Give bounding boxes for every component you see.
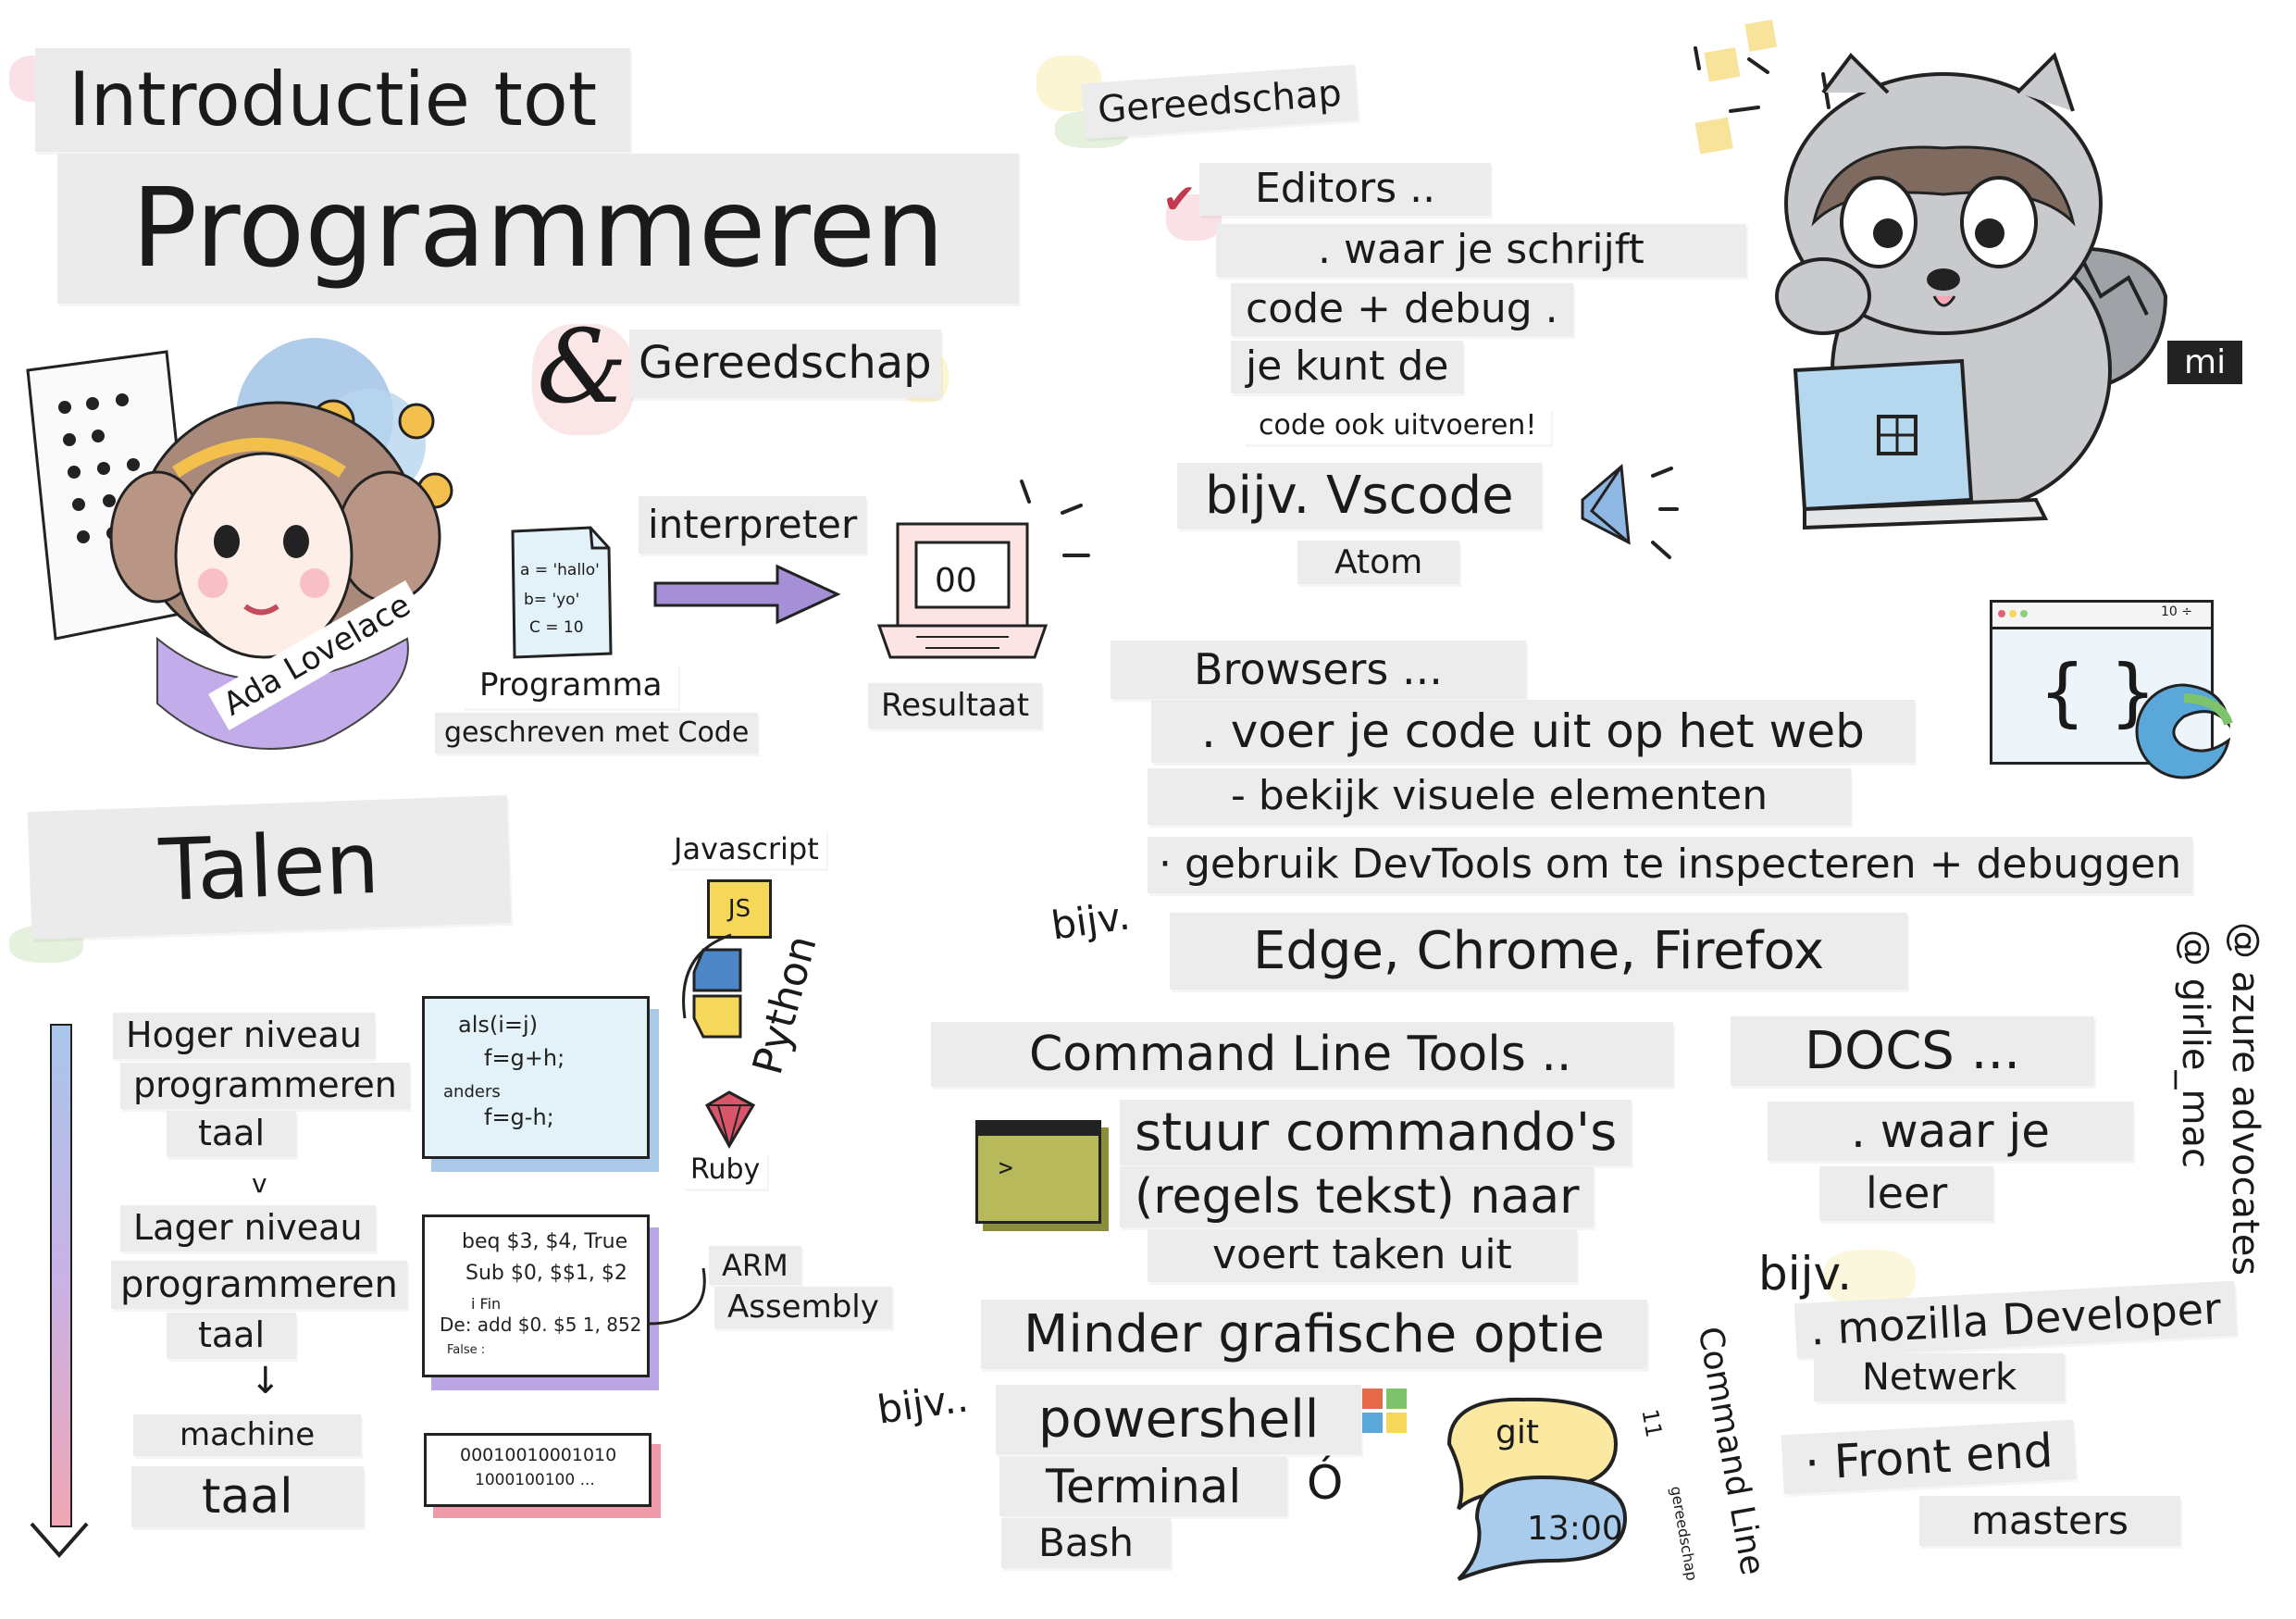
cli-heading: Command Line Tools .. — [931, 1022, 1674, 1088]
cli-example-terminal: Terminal — [999, 1457, 1288, 1516]
browsers-line-1: Browsers ... — [1111, 641, 1526, 700]
level-arrow-small: ↓ — [250, 1360, 281, 1402]
speech-bubbles-illustration — [1446, 1397, 1628, 1581]
terminal-prompt: > — [999, 1154, 1013, 1182]
cli-example-bash: Bash — [1001, 1518, 1172, 1569]
title-line-2: Programmeren — [57, 154, 1019, 304]
laptop-icon — [876, 522, 1049, 659]
editors-line-2: . waar je schrijft — [1216, 224, 1746, 277]
program-code-line-2: b= 'yo' — [524, 591, 580, 609]
level-text-2: programmeren — [120, 1063, 410, 1109]
bubble-time: 13:00 — [1527, 1510, 1623, 1548]
program-sublabel: geschreven met Code — [435, 713, 759, 753]
level-text-9: taal — [131, 1466, 364, 1528]
program-label: Programma — [463, 663, 679, 708]
tools-section-label: Gereedschap — [1081, 64, 1359, 140]
high-level-code-card: als(i=j) f=g+h; anders f=g-h; — [422, 996, 650, 1159]
interpreter-label: interpreter — [639, 496, 867, 554]
python-logo-icon — [692, 948, 742, 1039]
browsers-examples: Edge, Chrome, Firefox — [1170, 913, 1908, 990]
raccoon-mascot-illustration — [1694, 19, 2168, 530]
js-logo-icon: JS — [707, 879, 772, 939]
program-code-line-1: a = 'hallo' — [520, 561, 600, 579]
level-text-5: Lager niveau — [120, 1205, 376, 1252]
level-arrow-head — [30, 1522, 89, 1559]
level-text-3: taal — [167, 1111, 297, 1157]
cli-side-label: Command Line — [1689, 1324, 1773, 1578]
cli-minder: Minder grafische optie — [981, 1300, 1647, 1370]
lang-ruby-label: Ruby — [683, 1152, 768, 1189]
editors-line-4: je kunt de — [1231, 341, 1464, 393]
lang-assembly-label: Assembly — [714, 1287, 892, 1328]
cli-line-1: stuur commando's — [1120, 1100, 1632, 1166]
docs-example-2: Netwerk — [1814, 1353, 2066, 1401]
program-code-line-3: C = 10 — [529, 618, 584, 637]
ada-lovelace-illustration — [26, 338, 453, 750]
sparkle-lines — [1020, 479, 1090, 557]
level-text-1: Hoger niveau — [113, 1013, 375, 1059]
connector-lines — [647, 933, 732, 1326]
cli-line-2: (regels tekst) naar — [1120, 1166, 1595, 1228]
credit-azure-advocates: @ azure advocates — [2224, 922, 2266, 1277]
screen-value: 00 — [935, 562, 977, 600]
lang-javascript-label: Javascript — [666, 829, 826, 869]
yellow-blot — [1823, 1250, 1916, 1305]
lang-arm-label: ARM — [709, 1246, 801, 1286]
level-text-6: programmeren — [111, 1261, 407, 1309]
checkmark-icon: ✔ — [1162, 176, 1197, 223]
interpreter-arrow — [653, 564, 841, 625]
browsers-line-4: · gebruik DevTools om te inspecteren + d… — [1148, 837, 2193, 893]
editors-example: bijv. Vscode — [1177, 463, 1542, 529]
terminal-icon: > — [975, 1120, 1101, 1224]
editors-line-3: code + debug . — [1231, 283, 1573, 336]
editors-line-1: Editors .. — [1199, 163, 1492, 216]
docs-example-3: · Front end — [1781, 1419, 2077, 1495]
vscode-logo-icon — [1581, 463, 1679, 559]
windows-logo-icon — [1362, 1389, 1407, 1433]
cli-bijv: bijv.. — [874, 1375, 972, 1433]
apple-logo-icon: Ó — [1307, 1456, 1344, 1510]
edge-logo-icon — [2135, 683, 2233, 779]
bubble-git: git — [1496, 1414, 1539, 1451]
docs-line-2: leer — [1819, 1166, 1994, 1222]
raccoon-tag: mi — [2167, 341, 2243, 385]
browser-window-counter: 10 ÷ — [2161, 604, 2192, 619]
browsers-line-2: . voer je code uit op het web — [1151, 700, 1915, 763]
docs-bijv: bijv. — [1758, 1247, 1853, 1301]
cli-side-small: gereedschap — [1667, 1485, 1701, 1583]
browser-window-icon: 10 ÷ { } — [1990, 600, 2214, 765]
title-line-1: Introductie tot — [35, 48, 631, 152]
docs-example-4: masters — [1919, 1496, 2180, 1547]
browsers-bijv: bijv. — [1048, 892, 1133, 949]
cli-line-3: voert taken uit — [1148, 1229, 1577, 1282]
credit-girlie-mac: @ girlie_mac — [2174, 929, 2216, 1168]
pink-blot — [532, 324, 634, 435]
docs-heading: DOCS ... — [1731, 1016, 2095, 1087]
title-tools: Gereedschap — [629, 330, 941, 398]
editors-example-2: Atom — [1297, 541, 1460, 585]
cli-example-powershell: powershell — [996, 1385, 1362, 1455]
level-text-7: taal — [167, 1313, 297, 1359]
assembly-code-card: beq $3, $4, True Sub $0, $$1, $2 i Fin D… — [422, 1214, 650, 1377]
program-document-icon — [511, 526, 613, 659]
level-text-4: v — [252, 1168, 267, 1199]
editors-line-5: code ook uitvoeren! — [1244, 407, 1552, 444]
level-arrow — [50, 1024, 72, 1527]
browsers-line-3: - bekijk visuele elementen — [1148, 768, 1852, 825]
docs-line-1: . waar je — [1768, 1102, 2134, 1161]
result-label: Resultaat — [868, 683, 1043, 729]
level-text-8: machine — [133, 1414, 362, 1456]
cli-side-number: 11 — [1636, 1407, 1668, 1439]
ampersand-glyph: & — [537, 307, 627, 426]
machine-code-card: 00010010001010 1000100100 ... — [424, 1433, 652, 1507]
ruby-gem-icon — [704, 1090, 756, 1150]
talen-heading: Talen — [27, 795, 512, 940]
